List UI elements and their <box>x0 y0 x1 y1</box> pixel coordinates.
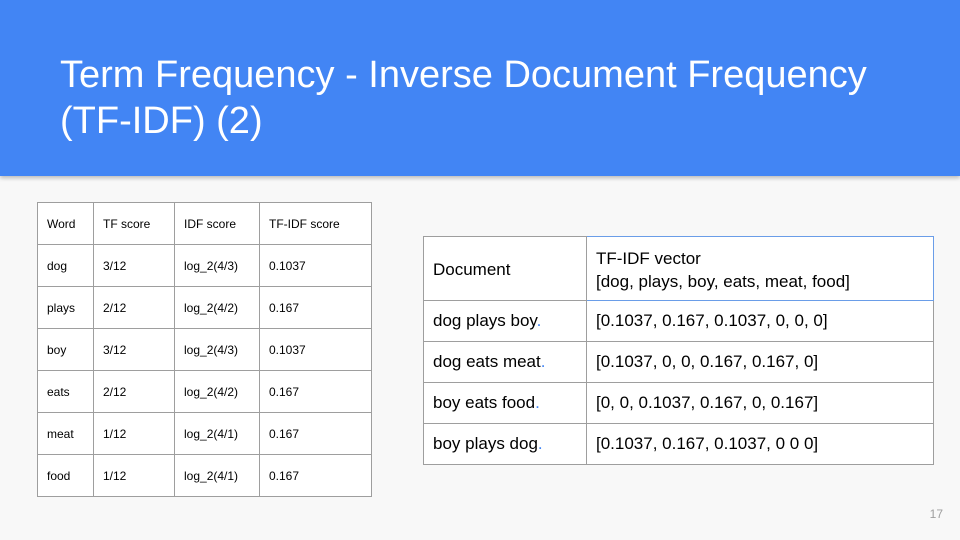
document-text: boy plays dog <box>433 434 538 453</box>
document-cell: boy eats food. <box>423 382 587 424</box>
table-header-row: Document TF-IDF vector [dog, plays, boy,… <box>423 236 934 301</box>
header-vector-order: [dog, plays, boy, eats, meat, food] <box>596 271 850 291</box>
table-row: dog eats meat. [0.1037, 0, 0, 0.167, 0.1… <box>423 341 934 383</box>
document-period: . <box>540 352 546 371</box>
table-row: boy eats food. [0, 0, 0.1037, 0.167, 0, … <box>423 382 934 424</box>
document-cell: dog plays boy. <box>423 300 587 342</box>
tf-idf-score-table: Word TF score IDF score TF-IDF score dog… <box>37 202 372 497</box>
table-row: food 1/12 log_2(4/1) 0.167 <box>37 454 372 497</box>
document-text: dog plays boy <box>433 311 537 330</box>
tf-idf-vector-table: Document TF-IDF vector [dog, plays, boy,… <box>423 236 934 465</box>
idf-cell: log_2(4/1) <box>174 412 260 455</box>
word-cell: boy <box>37 328 94 371</box>
header-word: Word <box>37 202 94 245</box>
vector-cell: [0.1037, 0.167, 0.1037, 0, 0, 0] <box>586 300 934 342</box>
tf-cell: 2/12 <box>93 286 175 329</box>
table-row: boy plays dog. [0.1037, 0.167, 0.1037, 0… <box>423 423 934 465</box>
header-tf-idf-score: TF-IDF score <box>259 202 372 245</box>
header-tf-idf-vector: TF-IDF vector [dog, plays, boy, eats, me… <box>586 236 934 301</box>
vector-cell: [0.1037, 0.167, 0.1037, 0 0 0] <box>586 423 934 465</box>
tf-cell: 3/12 <box>93 328 175 371</box>
table-header-row: Word TF score IDF score TF-IDF score <box>37 202 372 245</box>
idf-cell: log_2(4/3) <box>174 244 260 287</box>
tf-cell: 1/12 <box>93 454 175 497</box>
tf-cell: 3/12 <box>93 244 175 287</box>
word-cell: food <box>37 454 94 497</box>
vector-cell: [0, 0, 0.1037, 0.167, 0, 0.167] <box>586 382 934 424</box>
table-row: dog 3/12 log_2(4/3) 0.1037 <box>37 244 372 287</box>
document-cell: boy plays dog. <box>423 423 587 465</box>
idf-cell: log_2(4/3) <box>174 328 260 371</box>
word-cell: eats <box>37 370 94 413</box>
tf-cell: 1/12 <box>93 412 175 455</box>
header-tf-score: TF score <box>93 202 175 245</box>
vector-cell: [0.1037, 0, 0, 0.167, 0.167, 0] <box>586 341 934 383</box>
idf-cell: log_2(4/1) <box>174 454 260 497</box>
tfidf-cell: 0.167 <box>259 454 372 497</box>
title-band: Term Frequency - Inverse Document Freque… <box>0 0 960 176</box>
document-text: dog eats meat <box>433 352 541 371</box>
tfidf-cell: 0.167 <box>259 286 372 329</box>
document-period: . <box>535 393 540 412</box>
word-cell: meat <box>37 412 94 455</box>
idf-cell: log_2(4/2) <box>174 370 260 413</box>
table-row: plays 2/12 log_2(4/2) 0.167 <box>37 286 372 329</box>
word-cell: dog <box>37 244 94 287</box>
table-row: meat 1/12 log_2(4/1) 0.167 <box>37 412 372 455</box>
document-text: boy eats food <box>433 393 536 412</box>
tf-cell: 2/12 <box>93 370 175 413</box>
document-period: . <box>537 434 543 453</box>
table-row: eats 2/12 log_2(4/2) 0.167 <box>37 370 372 413</box>
header-vector-title: TF-IDF vector <box>596 248 701 268</box>
word-cell: plays <box>37 286 94 329</box>
document-cell: dog eats meat. <box>423 341 587 383</box>
table-row: dog plays boy. [0.1037, 0.167, 0.1037, 0… <box>423 300 934 342</box>
idf-cell: log_2(4/2) <box>174 286 260 329</box>
tfidf-cell: 0.167 <box>259 370 372 413</box>
tfidf-cell: 0.1037 <box>259 328 372 371</box>
slide-title: Term Frequency - Inverse Document Freque… <box>60 54 867 142</box>
document-period: . <box>536 311 542 330</box>
table-row: boy 3/12 log_2(4/3) 0.1037 <box>37 328 372 371</box>
page-number: 17 <box>929 507 943 521</box>
tfidf-cell: 0.167 <box>259 412 372 455</box>
tfidf-cell: 0.1037 <box>259 244 372 287</box>
header-idf-score: IDF score <box>174 202 260 245</box>
header-document: Document <box>423 236 587 301</box>
